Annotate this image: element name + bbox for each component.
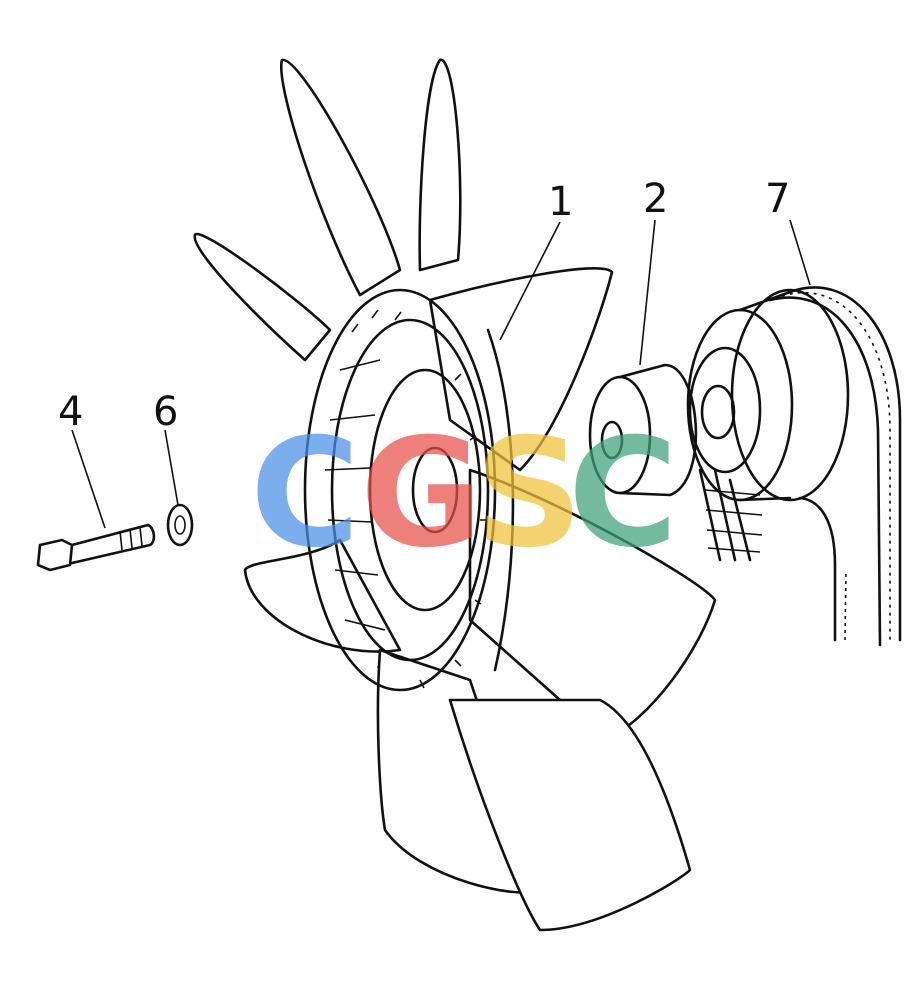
fan-spacer bbox=[588, 363, 698, 497]
washer bbox=[166, 503, 194, 547]
watermark-letter-s: S bbox=[475, 407, 583, 581]
callout-spacer: 2 bbox=[643, 176, 668, 222]
callout-washer: 6 bbox=[153, 389, 178, 435]
bolt bbox=[36, 523, 156, 572]
callout-fan: 1 bbox=[548, 179, 573, 225]
callout-bolt: 4 bbox=[58, 389, 83, 435]
callout-belt: 7 bbox=[765, 176, 790, 222]
leader-lines bbox=[71, 219, 811, 529]
watermark: C G S C bbox=[250, 407, 678, 581]
watermark-letter-c2: C bbox=[568, 407, 678, 581]
watermark-letter-g: G bbox=[360, 407, 483, 581]
drive-belt bbox=[768, 286, 902, 647]
fan-pulley bbox=[686, 288, 850, 562]
watermark-letter-c1: C bbox=[250, 407, 360, 581]
fan-hub bbox=[303, 288, 515, 692]
